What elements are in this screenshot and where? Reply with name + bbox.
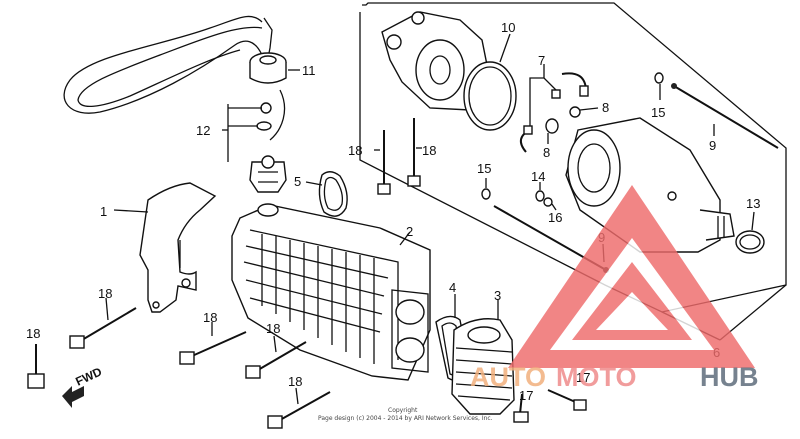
part-3-finned-cover[interactable] bbox=[451, 318, 515, 415]
wire-harness bbox=[63, 15, 263, 114]
watermark-hub: HUB bbox=[700, 362, 759, 392]
label-18-g: 18 bbox=[288, 374, 302, 389]
label-5: 5 bbox=[294, 174, 301, 189]
part-18-bolt-e[interactable] bbox=[267, 391, 331, 429]
label-2: 2 bbox=[406, 224, 413, 239]
watermark-auto: AUTO bbox=[470, 362, 546, 392]
label-18-e: 18 bbox=[203, 310, 217, 325]
part-15-washer-upper[interactable] bbox=[654, 72, 664, 84]
label-14: 14 bbox=[531, 169, 545, 184]
copyright-line-2: Page design (c) 2004 - 2014 by ARI Netwo… bbox=[318, 415, 493, 422]
part-7-brush-set[interactable] bbox=[519, 72, 589, 153]
part-1-bracket[interactable] bbox=[139, 182, 217, 313]
wire-to-plug bbox=[263, 17, 273, 59]
assembly-outline bbox=[359, 2, 787, 313]
label-13: 13 bbox=[746, 196, 760, 211]
label-17-right: 17 bbox=[576, 370, 590, 385]
part-18-bolt-a[interactable] bbox=[69, 307, 137, 349]
part-10-oring[interactable] bbox=[463, 61, 517, 131]
label-18-d: 18 bbox=[26, 326, 40, 341]
label-10: 10 bbox=[501, 20, 515, 35]
part-18-bolt-vertical-b[interactable] bbox=[407, 118, 421, 187]
label-18-b: 18 bbox=[422, 143, 436, 158]
label-16: 16 bbox=[548, 210, 562, 225]
label-18-c: 18 bbox=[98, 286, 112, 301]
part-9-through-bolt-upper[interactable] bbox=[671, 83, 779, 149]
part-2-finned-housing[interactable] bbox=[231, 203, 431, 381]
part-5-gasket[interactable] bbox=[318, 171, 348, 217]
part-switch[interactable] bbox=[249, 155, 287, 193]
label-1: 1 bbox=[100, 204, 107, 219]
part-18-bolt-vertical-a[interactable] bbox=[377, 130, 391, 195]
label-9-upper: 9 bbox=[709, 138, 716, 153]
label-7: 7 bbox=[538, 53, 545, 68]
label-3: 3 bbox=[494, 288, 501, 303]
label-15-lower: 15 bbox=[477, 161, 491, 176]
wire-harness-inner bbox=[77, 26, 263, 107]
label-8-upper: 8 bbox=[602, 100, 609, 115]
label-17-bottom: 17 bbox=[519, 388, 533, 403]
part-17-bolt-a[interactable] bbox=[513, 393, 529, 423]
part-11-cap[interactable] bbox=[249, 52, 287, 84]
watermark-moto: MOTO bbox=[556, 362, 637, 392]
label-4: 4 bbox=[449, 280, 456, 295]
part-18-bolt-b[interactable] bbox=[27, 344, 45, 389]
part-16-bolt[interactable] bbox=[543, 197, 553, 207]
part-14-nut[interactable] bbox=[535, 190, 545, 202]
label-11: 11 bbox=[302, 63, 316, 78]
starter-motor[interactable] bbox=[565, 117, 735, 253]
label-8-lower: 8 bbox=[543, 145, 550, 160]
part-18-bolt-d[interactable] bbox=[245, 341, 307, 379]
copyright-line-1: Copyright bbox=[388, 407, 418, 414]
label-18-a: 18 bbox=[348, 143, 362, 158]
label-18-f: 18 bbox=[266, 321, 280, 336]
part-10-end-cover[interactable] bbox=[381, 11, 491, 111]
part-17-bolt-b[interactable] bbox=[547, 389, 587, 411]
part-8-insulators[interactable] bbox=[545, 106, 581, 134]
part-13-oring[interactable] bbox=[735, 230, 765, 254]
label-15-upper: 15 bbox=[651, 105, 665, 120]
label-12: 12 bbox=[196, 123, 210, 138]
part-18-bolt-c[interactable] bbox=[179, 331, 247, 365]
fwd-label: FWD bbox=[73, 364, 104, 388]
forward-arrow-icon bbox=[62, 386, 84, 408]
watermark-logo bbox=[508, 185, 755, 368]
part-12-terminals[interactable] bbox=[222, 89, 286, 162]
part-15-washer-lower[interactable] bbox=[481, 188, 491, 200]
